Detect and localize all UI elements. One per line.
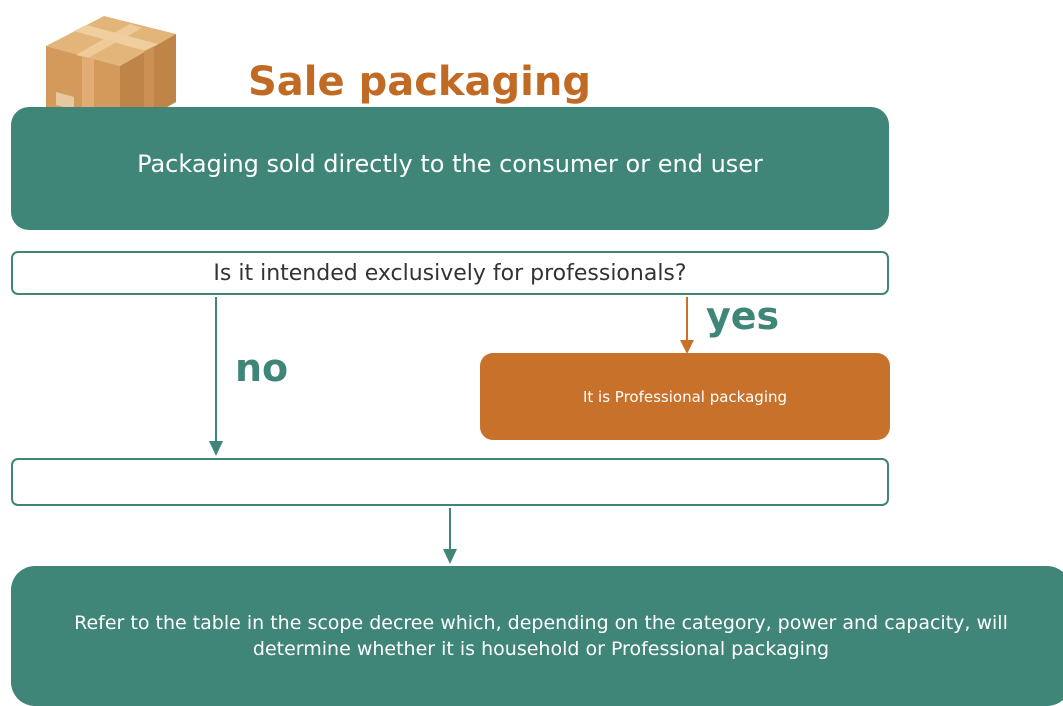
reference-box: Refer to the table in the scope decree w… [11, 566, 1063, 706]
definition-text: Packaging sold directly to the consumer … [137, 149, 763, 178]
professional-packaging-text: It is Professional packaging [582, 387, 788, 406]
question-text: Is it intended exclusively for professio… [213, 260, 687, 286]
reference-arrow [443, 508, 457, 564]
definition-box: Packaging sold directly to the consumer … [11, 107, 889, 230]
reference-text: Refer to the table in the scope decree w… [74, 612, 1008, 660]
question-box: Is it intended exclusively for professio… [11, 251, 889, 295]
yes-arrow [680, 297, 694, 354]
no-label: no [235, 346, 289, 390]
no-arrow [209, 297, 223, 456]
diagram-title: Sale packaging [248, 59, 591, 105]
professional-packaging-box: It is Professional packaging [480, 353, 890, 440]
empty-box [11, 458, 889, 506]
yes-label: yes [706, 294, 780, 338]
